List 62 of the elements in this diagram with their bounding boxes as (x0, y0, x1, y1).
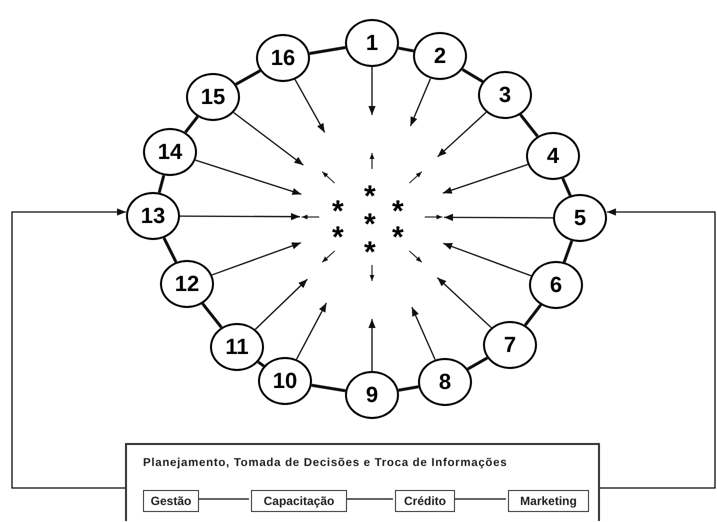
label-box: Marketing (508, 490, 589, 512)
numbered-circle: 13 (126, 192, 180, 240)
arrow (368, 67, 376, 115)
label-box: Gestão (143, 490, 199, 512)
connector-line (311, 384, 346, 392)
connector-line (398, 46, 414, 52)
arrow (444, 214, 553, 221)
arrow (411, 306, 436, 360)
numbered-circle: 12 (160, 260, 214, 308)
connector-line (398, 385, 419, 392)
connector-line (561, 178, 572, 196)
connector-line (524, 304, 542, 326)
arrow (233, 112, 304, 166)
connector-line (257, 360, 265, 368)
numbered-circle: 11 (210, 323, 264, 371)
framed-panel (125, 443, 600, 521)
connector-line (309, 46, 346, 55)
numbered-circle: 16 (256, 34, 310, 82)
numbered-circle: 3 (478, 71, 532, 119)
connector-line (184, 116, 199, 134)
arrow (180, 213, 300, 220)
connector-line (562, 240, 574, 263)
numbered-circle: 2 (413, 32, 467, 80)
label-box: Capacitação (251, 490, 347, 512)
numbered-circle: 6 (529, 261, 583, 309)
numbered-circle: 7 (483, 321, 537, 369)
asterisk: * (364, 210, 376, 240)
arrow (296, 302, 327, 360)
arrow (11, 208, 126, 489)
connector-line (519, 114, 539, 138)
arrow (410, 78, 432, 126)
arrow (442, 242, 532, 276)
connector-line (162, 237, 178, 263)
numbered-circle: 15 (186, 73, 240, 121)
arrow (368, 319, 376, 371)
asterisk: * (364, 182, 376, 212)
connector-line (235, 69, 261, 86)
numbered-circle: 14 (143, 128, 197, 176)
numbered-circle: 9 (345, 371, 399, 419)
numbered-circle: 8 (418, 358, 472, 406)
connector-line (345, 498, 393, 500)
arrow (442, 164, 528, 194)
numbered-circle: 4 (526, 132, 580, 180)
arrow (254, 278, 308, 330)
connector-line (462, 68, 484, 83)
connector-line (158, 174, 166, 194)
connector-line (197, 498, 249, 500)
arrow (195, 160, 302, 195)
panel-heading: Planejamento, Tomada de Decisões e Troca de Informações (143, 456, 508, 471)
numbered-circle: 10 (258, 357, 312, 405)
connector-line (467, 356, 488, 370)
arrow (294, 79, 326, 133)
arrow (436, 277, 492, 328)
asterisk: * (364, 238, 376, 268)
label-box: Crédito (395, 490, 455, 512)
numbered-circle: 1 (345, 19, 399, 67)
connector-line (453, 498, 506, 500)
arrow (600, 208, 716, 489)
connector-line (201, 302, 223, 328)
arrow (437, 112, 487, 158)
arrow (212, 242, 302, 276)
numbered-circle: 5 (553, 194, 607, 242)
